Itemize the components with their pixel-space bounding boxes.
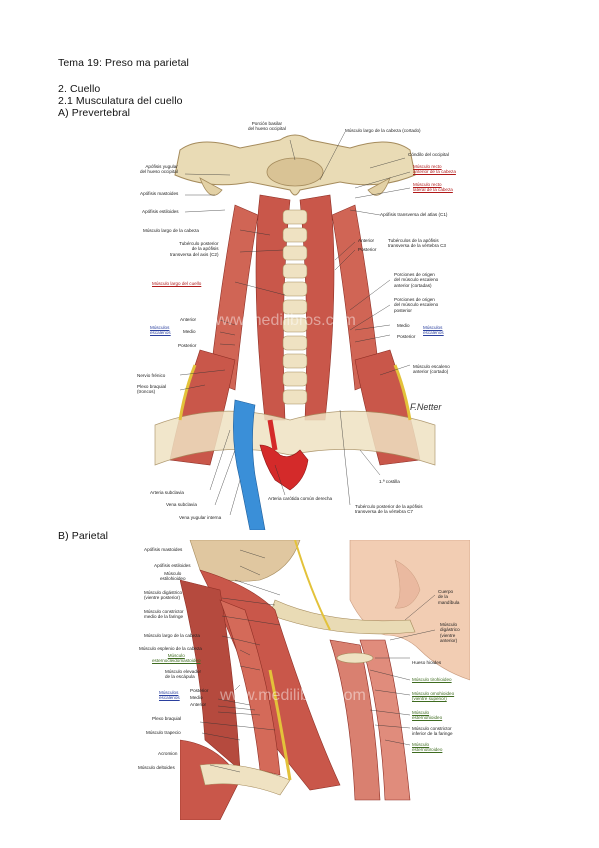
subsection-heading: 2.1 Musculatura del cuello (58, 95, 183, 107)
label-esplenio: Músculo esplenio de la cabeza (139, 646, 202, 651)
topic-title: Tema 19: Preso ma parietal (58, 57, 189, 69)
parietal-illustration: www.medilibros.com (179, 539, 471, 821)
label-largo-cabeza-a: Músculo largo de la cabeza (143, 228, 199, 233)
label-tuberculo-c7: Tubérculo posterior de la apófisis trans… (355, 504, 423, 515)
label-largo-cabeza-cortado: Músculo largo de la cabeza (cortado) (345, 128, 421, 133)
label-left-medio: Medio (183, 329, 196, 334)
label-primera-costilla: 1.ª costilla (379, 479, 400, 484)
label-left-posterior: Posterior (178, 343, 197, 348)
label-esternotiroideo: Músculo esternotiroideo (412, 742, 443, 753)
label-tuberculo-c2: Tubérculo posterior de la apófisis trans… (170, 241, 219, 257)
label-nervio-frenico: Nervio frénico (137, 373, 166, 378)
label-omohioideo: Músculo omohioideo (vientre superior) (412, 691, 455, 702)
label-elevador: Músculo elevador de la escápula (165, 669, 202, 680)
label-esternohioideo: Músculo esternohioideo (412, 710, 443, 721)
label-cuerpo-mandibula: Cuerpo de la mandíbula (438, 589, 460, 605)
section-heading: 2. Cuello (58, 83, 101, 95)
label-largo-cabeza-b: Músculo largo de la cabeza (144, 633, 200, 638)
label-arteria-subclavia: Arteria subclavia (150, 490, 184, 495)
label-hioides: Hueso hioides (412, 660, 442, 665)
label-apofisis-yugular: Apófisis yugular del hueso occipital (140, 164, 178, 175)
label-tirohioideo: Músculo tirohioideo (412, 677, 452, 682)
prevertebral-illustration: www.medilibros.com F.Netter (154, 131, 442, 531)
label-digastrico-post: Músculo digástrico (vientre posterior) (144, 590, 183, 601)
label-trapecio: Músculo trapecio (146, 730, 181, 735)
label-vena-subclavia: Vena subclavia (166, 502, 197, 507)
label-condilo: Cóndilo del occipital (408, 152, 449, 157)
watermark-text: www.medilibros.com (209, 312, 356, 329)
label-escaleno-anterior-cortado: Músculo escaleno anterior (cortado) (413, 364, 450, 375)
label-vena-yugular: Vena yugular interna (179, 515, 222, 520)
label-largo-cuello: Músculo largo del cuello (152, 281, 202, 286)
illustrator-signature: F.Netter (410, 402, 442, 412)
label-escalenos-right: Músculos escalenos (423, 325, 444, 336)
label-plexo-braquial-a: Plexo braquial (troncos) (137, 384, 167, 395)
label-porcion-basilar: Porción basilar del hueso occipital (248, 121, 286, 132)
label-apofisis-estiloides-b: Apófisis estiloides (154, 563, 191, 568)
label-estilohioideo: Músculo estilohioideo (160, 571, 186, 582)
label-digastrico-ant: Músculo digástrico (vientre anterior) (440, 622, 460, 644)
label-escalenos-b: Músculos escalenos (159, 690, 180, 701)
label-posterior-b: Posterior (190, 688, 209, 693)
label-apofisis-mastoides-b: Apófisis mastoides (144, 547, 183, 552)
figure-parietal: www.medilibros.com (179, 539, 471, 821)
label-c3-posterior: Posterior (358, 247, 377, 252)
label-acromion: Acromion (158, 751, 178, 756)
label-carotida: Arteria carótida común derecha (268, 496, 333, 501)
label-right-medio: Medio (397, 323, 410, 328)
label-recto-anterior: Músculo recto anterior de la cabeza (413, 164, 456, 175)
part-b-heading: B) Parietal (58, 530, 109, 542)
label-deltoides: Músculo deltoides (138, 765, 175, 770)
label-left-anterior: Anterior (180, 317, 197, 322)
label-transversa-atlas: Apófisis transversa del atlas (C1) (380, 212, 448, 217)
part-a-heading: A) Prevertebral (58, 107, 131, 119)
label-c3-anterior: Anterior (358, 238, 375, 243)
label-constrictor-inferior: Músculo constrictor inferior de la farin… (412, 726, 453, 737)
label-esternocleido: Músculo esternocleidomastoideo (152, 653, 201, 664)
figure-prevertebral: www.medilibros.com F.Netter (140, 120, 450, 531)
label-tuberculos-c3: Tubérculos de la apófisis transversa de … (388, 238, 446, 249)
label-porciones-anterior: Porciones de origen del músculo escaleno… (394, 272, 439, 288)
label-medio-b: Medio (190, 695, 203, 700)
label-recto-lateral: Músculo recto lateral de la cabeza (413, 182, 453, 193)
label-escalenos-left: Músculos escalenos (150, 325, 171, 336)
label-apofisis-mastoides-a: Apófisis mastoides (140, 191, 179, 196)
watermark-text-b: www.medilibros.com (219, 687, 366, 704)
label-constrictor-medio: Músculo constrictor medio de la faringe (144, 609, 184, 620)
label-right-posterior: Posterior (397, 334, 416, 339)
label-apofisis-estiloides-a: Apófisis estiloides (142, 209, 179, 214)
label-plexo-braquial-b: Plexo braquial (152, 716, 182, 721)
label-porciones-posterior: Porciones de origen del músculo escaleno… (394, 297, 439, 313)
label-anterior-b: Anterior (190, 702, 207, 707)
